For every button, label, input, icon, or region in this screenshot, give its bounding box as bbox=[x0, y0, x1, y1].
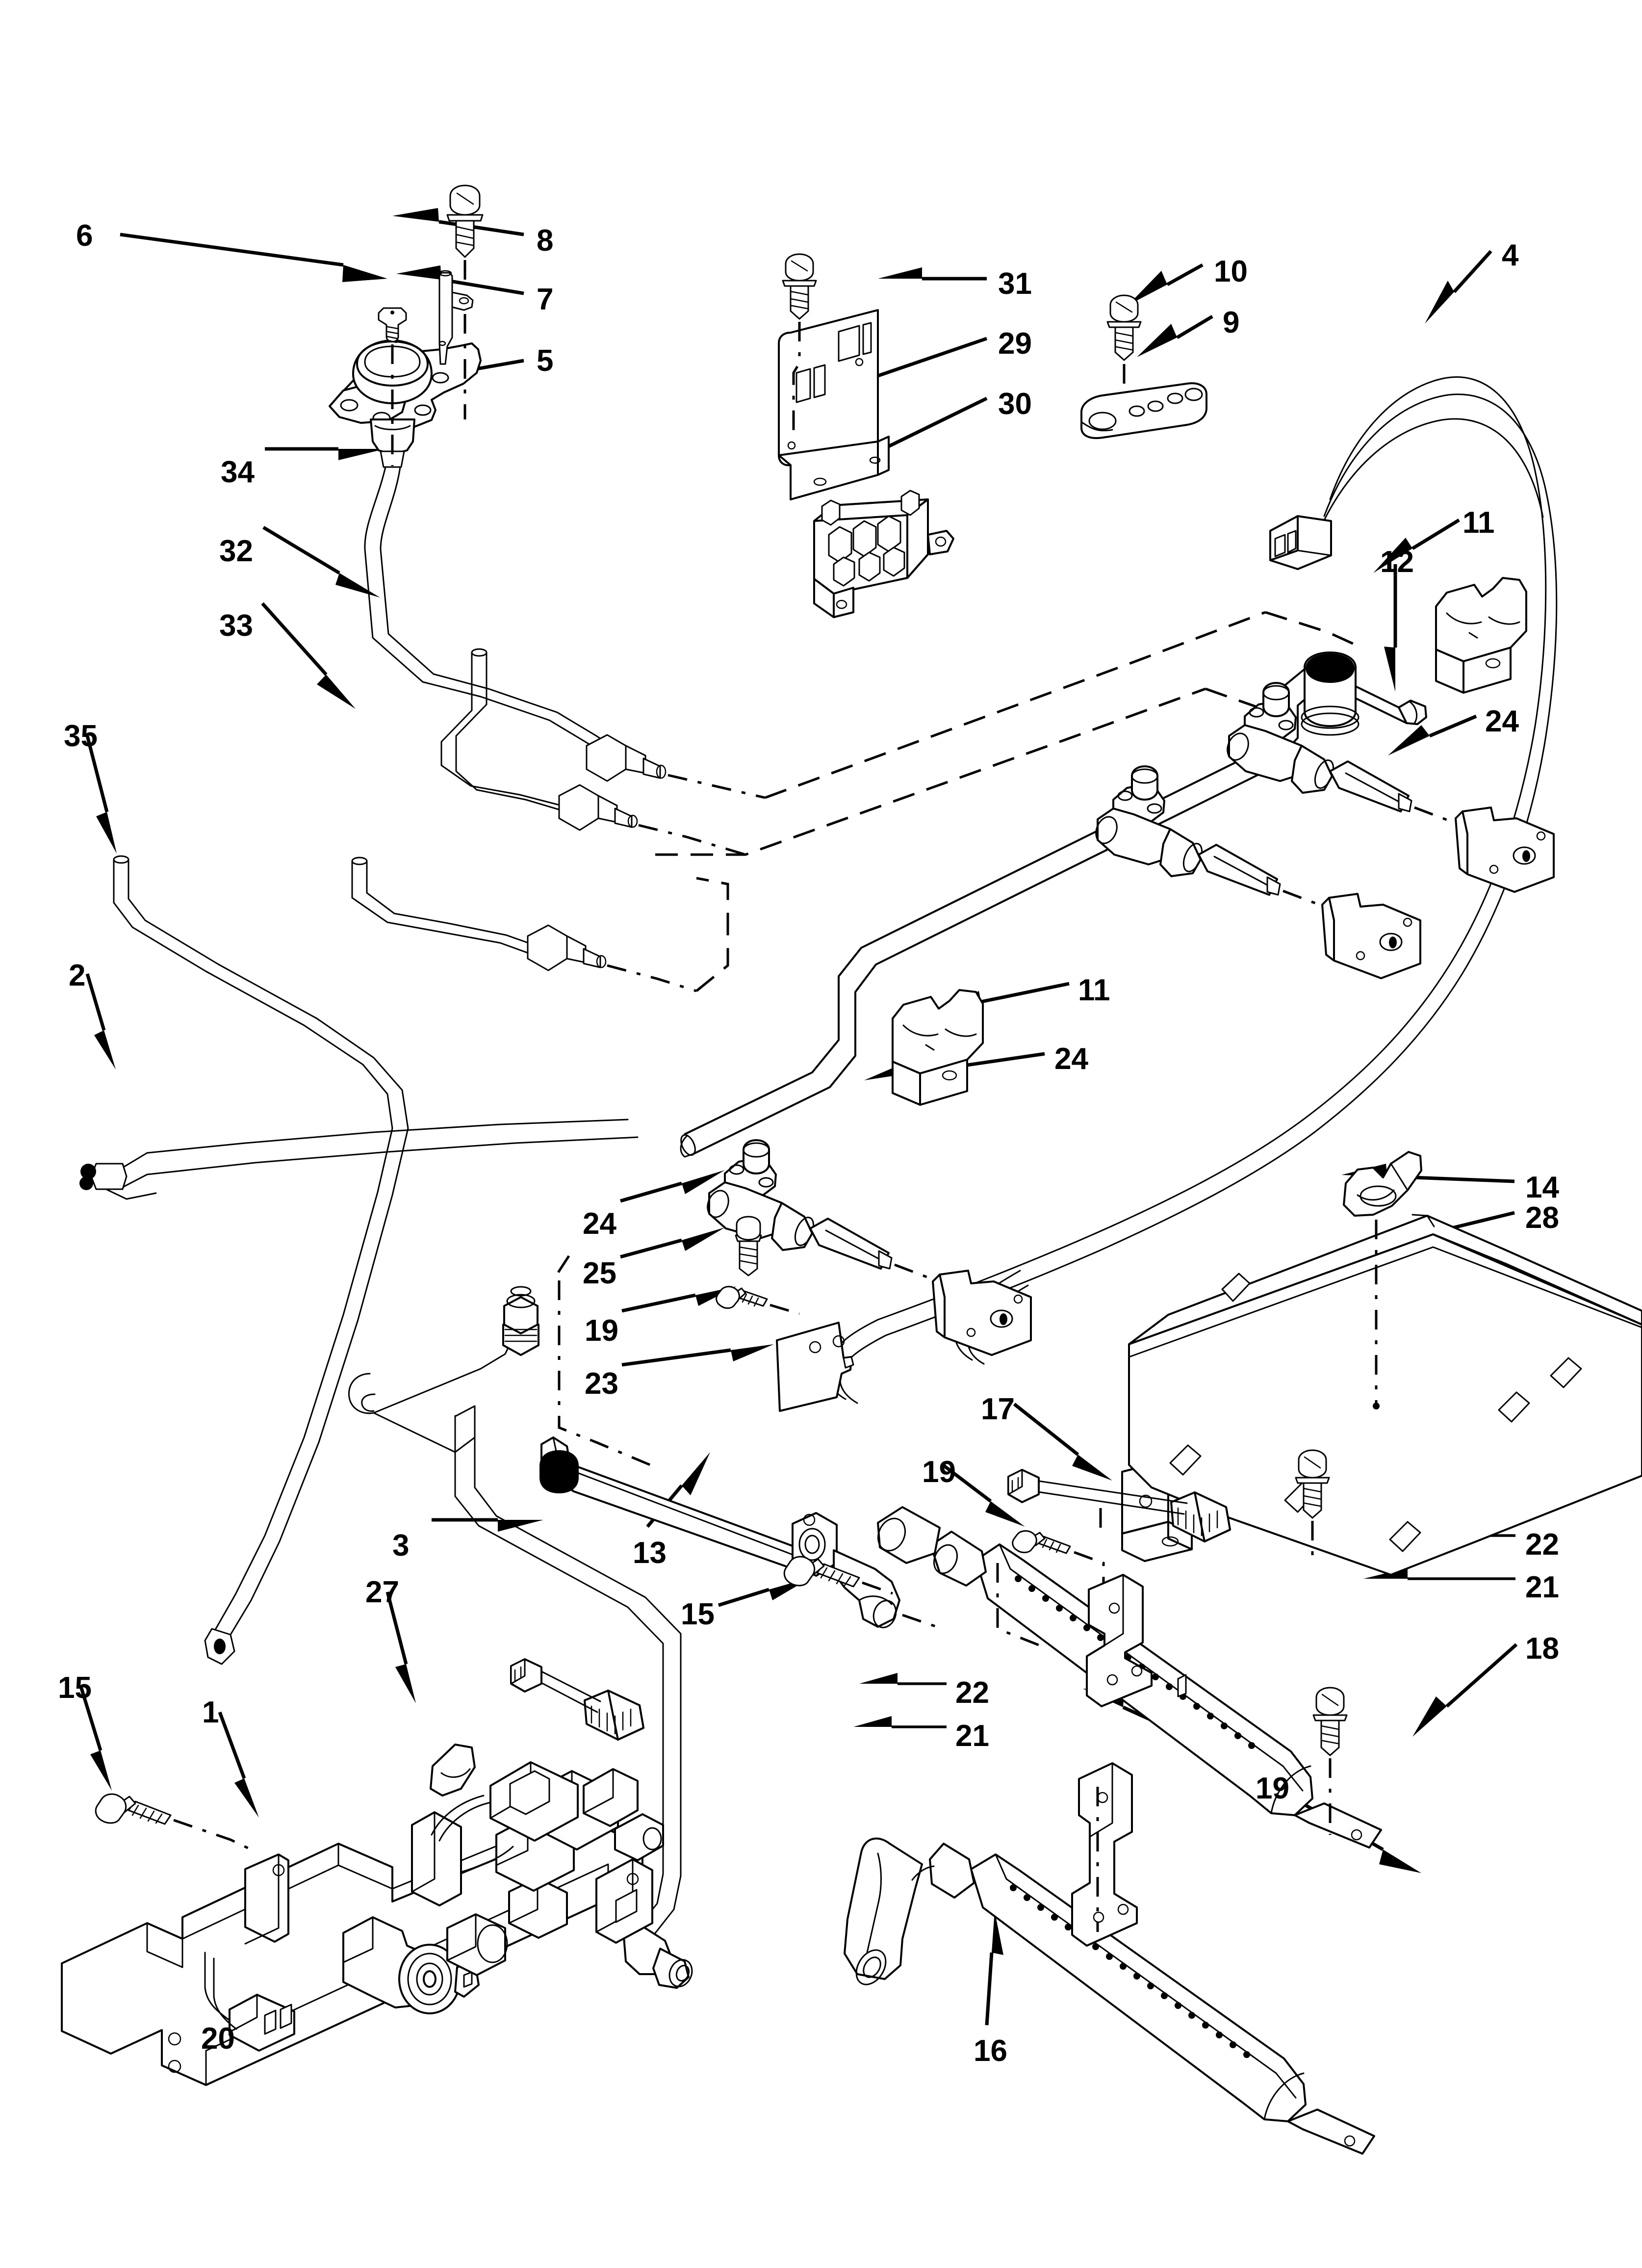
callout-34-tube: 34 bbox=[221, 455, 255, 489]
callout-16-burner-tube: 16 bbox=[974, 2034, 1007, 2068]
part-10-screw bbox=[1106, 294, 1142, 407]
callout-6-orifice-holder: 6 bbox=[76, 219, 93, 253]
part-6-orifice bbox=[378, 307, 407, 343]
part-15-screw-mid bbox=[783, 1556, 893, 1595]
part-23-valve-brackets bbox=[932, 807, 1555, 1356]
part-11-clip-lower bbox=[892, 989, 984, 1106]
part-9-ground-strap bbox=[1080, 382, 1207, 439]
part-15-screw-left bbox=[95, 1793, 252, 1851]
part-34-gas-tube bbox=[364, 466, 766, 799]
callout-27-igniter-bracket: 27 bbox=[365, 1575, 399, 1609]
callout-29-bracket: 29 bbox=[998, 327, 1032, 361]
part-31-screw bbox=[782, 253, 817, 432]
callout-15-screw-mid: 15 bbox=[681, 1597, 715, 1631]
part-11-clip-upper bbox=[1435, 577, 1527, 694]
callout-10-screw: 10 bbox=[1214, 255, 1248, 288]
callout-19-screw-left: 19 bbox=[585, 1314, 618, 1348]
callout-3-tube: 3 bbox=[392, 1529, 410, 1563]
part-23-bracket-plate bbox=[776, 1322, 854, 1412]
part-32-gas-tube bbox=[440, 648, 746, 856]
callout-19-screw-right: 19 bbox=[922, 1455, 956, 1489]
part-19-screw-burner-tab-upper bbox=[1312, 1687, 1348, 1835]
callout-21-igniter-upper: 21 bbox=[1525, 1570, 1559, 1604]
part-5-surface-burner-base bbox=[329, 339, 482, 468]
callout-25-screw: 25 bbox=[583, 1256, 616, 1290]
callout-20-gas-valve: 20 bbox=[201, 2022, 235, 2056]
part-33-gas-tube bbox=[351, 857, 697, 992]
callout-31-screw: 31 bbox=[998, 267, 1032, 301]
part-19-screw-left bbox=[716, 1286, 800, 1315]
callout-11-clip-upper: 11 bbox=[1462, 506, 1495, 540]
callout-33-tube: 33 bbox=[219, 609, 253, 643]
part-25-screw bbox=[735, 1216, 762, 1277]
part-19-screws-upper-burner bbox=[1295, 1449, 1330, 1565]
callout-23-bracket: 23 bbox=[585, 1367, 618, 1401]
callout-35-tube-end: 35 bbox=[64, 719, 98, 753]
callout-22-igniter-wire-upper: 22 bbox=[1525, 1528, 1559, 1562]
callout-24-valve-lower: 24 bbox=[1054, 1042, 1088, 1076]
callout-2-flexible-hose: 2 bbox=[69, 959, 86, 992]
callout-18-burner-upper: 18 bbox=[1525, 1632, 1559, 1666]
callout-17-bracket: 17 bbox=[981, 1392, 1015, 1426]
callout-5-burner-base: 5 bbox=[537, 344, 554, 378]
manifold-reference-lines bbox=[655, 611, 1360, 992]
callout-32-tube: 32 bbox=[219, 534, 253, 568]
callout-24-valve-front: 24 bbox=[583, 1207, 616, 1241]
callout-19-screw-burner: 19 bbox=[1256, 1772, 1289, 1805]
part-16-burner-tube bbox=[844, 1837, 1375, 2155]
part-8-screw bbox=[446, 184, 484, 258]
callout-7-electrode: 7 bbox=[537, 283, 554, 316]
burner-mount-bracket bbox=[1071, 1762, 1138, 1947]
callout-30-terminal-block: 30 bbox=[998, 387, 1032, 421]
burner-mount-bracket-upper bbox=[1086, 1574, 1153, 1707]
part-1-oven-burner-assembly bbox=[61, 1744, 664, 2086]
part-21-igniter-lower bbox=[510, 1658, 644, 1741]
part-2-flexible-hose bbox=[79, 855, 639, 1665]
part-29-terminal-bracket bbox=[778, 309, 890, 500]
group-bracket-lines bbox=[555, 1255, 1102, 1647]
callout-12-manifold-pipe: 12 bbox=[1380, 545, 1414, 579]
callout-22-igniter-wire-lower: 22 bbox=[955, 1676, 989, 1710]
assembly-axis-lines bbox=[391, 260, 466, 466]
part-7-spark-electrode bbox=[438, 270, 474, 365]
part-24-valve-mid bbox=[1095, 765, 1340, 914]
part-21-igniter-upper bbox=[1007, 1469, 1231, 1542]
callout-28-heat-shield: 28 bbox=[1525, 1201, 1559, 1235]
callout-14-clip: 14 bbox=[1525, 1171, 1559, 1204]
part-30-terminal-block bbox=[813, 490, 954, 618]
callout-21-igniter-lower: 21 bbox=[955, 1719, 989, 1753]
callout-8-screw: 8 bbox=[537, 224, 554, 258]
callout-9-ground-strap: 9 bbox=[1223, 306, 1240, 339]
part-24-valve-upper bbox=[1227, 682, 1472, 831]
part-14-retainer-clip bbox=[1343, 1151, 1422, 1409]
callout-13-venturi: 13 bbox=[633, 1536, 667, 1570]
callout-15-screw-left: 15 bbox=[58, 1671, 92, 1705]
callout-11-clip-lower: 11 bbox=[1078, 973, 1110, 1007]
callout-24-valve-upper: 24 bbox=[1485, 704, 1519, 738]
part-28-heat-shield bbox=[1128, 1214, 1642, 1576]
callout-4-wire-harness: 4 bbox=[1502, 238, 1519, 272]
part-12-manifold-pipe bbox=[680, 652, 1427, 1158]
callout-1-oven-burner-assembly: 1 bbox=[202, 1695, 219, 1729]
